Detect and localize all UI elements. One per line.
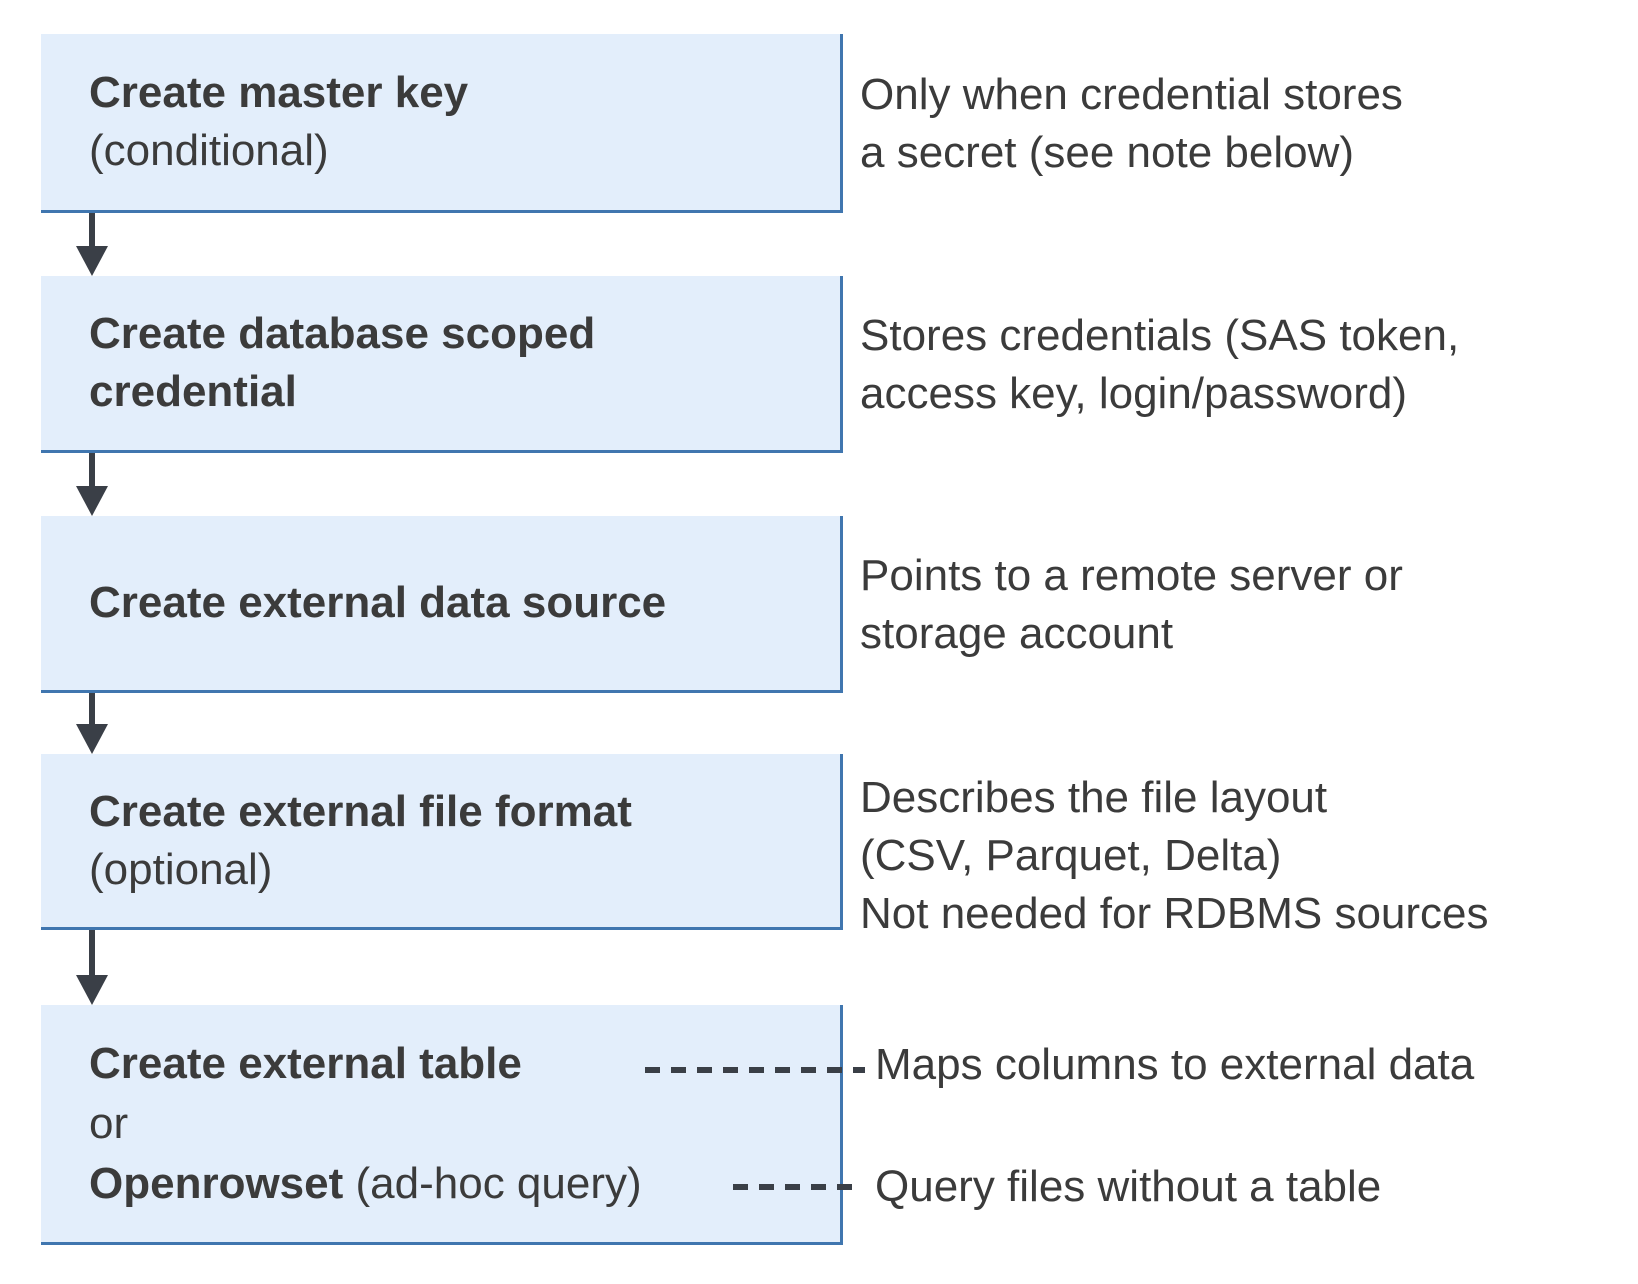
step-title-line1: Create database scoped: [89, 309, 596, 358]
step-title-text: Create master key: [89, 68, 469, 117]
flow-arrow-down-icon: [76, 693, 108, 754]
arrow-head: [76, 486, 108, 516]
flow-arrow-down-icon: [76, 930, 108, 1005]
step-alt-qualifier: (ad-hoc query): [343, 1158, 642, 1208]
annotation-line: Describes the file layout: [860, 773, 1328, 822]
step-qualifier: (optional): [89, 844, 273, 894]
arrow-head: [76, 724, 108, 754]
step-title-text: Create external file format: [89, 786, 632, 836]
dashed-connector-openrowset: [733, 1184, 863, 1190]
step-title: Create external table: [89, 1034, 840, 1094]
step-title-text: Create external data source: [89, 578, 667, 627]
annotation-scoped-credential: Stores credentials (SAS token, access ke…: [860, 276, 1620, 453]
annotation-line: Stores credentials (SAS token,: [860, 310, 1460, 360]
flow-arrow-down-icon: [76, 453, 108, 516]
arrow-head: [76, 246, 108, 276]
annotation-line: storage account: [860, 608, 1174, 658]
annotation-external-table: Maps columns to external data: [875, 1040, 1475, 1089]
arrow-stem: [89, 693, 95, 730]
step-box-create-external-data-source: Create external data source: [41, 516, 843, 693]
arrow-head: [76, 975, 108, 1005]
annotation-line: (CSV, Parquet, Delta): [860, 831, 1282, 880]
annotation-line: Not needed for RDBMS sources: [860, 889, 1489, 938]
step-title-line2: credential: [89, 367, 297, 416]
step-title: Create database scoped: [89, 305, 840, 363]
step-title-text: Create external table: [89, 1038, 522, 1088]
step-box-create-external-file-format: Create external file format (optional): [41, 754, 843, 930]
step-qualifier: (conditional): [89, 126, 329, 175]
arrow-stem: [89, 213, 95, 252]
step-title: credential: [89, 363, 840, 421]
step-title: Create external data source: [89, 574, 840, 632]
annotation-data-source: Points to a remote server or storage acc…: [860, 516, 1620, 693]
dashed-connector-external-table: [645, 1067, 865, 1073]
annotation-openrowset: Query files without a table: [875, 1162, 1382, 1211]
step-alt-title-text: Openrowset: [89, 1158, 344, 1208]
annotation-line: Only when credential stores: [860, 69, 1403, 119]
step-box-create-database-scoped-credential: Create database scoped credential: [41, 276, 843, 453]
annotation-line: Points to a remote server or: [860, 550, 1403, 600]
arrow-stem: [89, 930, 95, 981]
step-or-label: or: [89, 1098, 129, 1148]
annotation-master-key: Only when credential stores a secret (se…: [860, 34, 1620, 213]
step-title: Create master key: [89, 64, 840, 122]
step-box-create-external-table-or-openrowset: Create external table or Openrowset (ad-…: [41, 1005, 843, 1245]
annotation-line: a secret (see note below): [860, 127, 1355, 177]
annotation-line: access key, login/password): [860, 368, 1407, 418]
step-alt-title: Openrowset (ad-hoc query): [89, 1154, 840, 1214]
arrow-stem: [89, 453, 95, 492]
step-title: Create external file format: [89, 783, 840, 841]
flow-arrow-down-icon: [76, 213, 108, 276]
annotation-file-format: Describes the file layout (CSV, Parquet,…: [860, 768, 1620, 944]
step-box-create-master-key: Create master key (conditional): [41, 34, 843, 213]
